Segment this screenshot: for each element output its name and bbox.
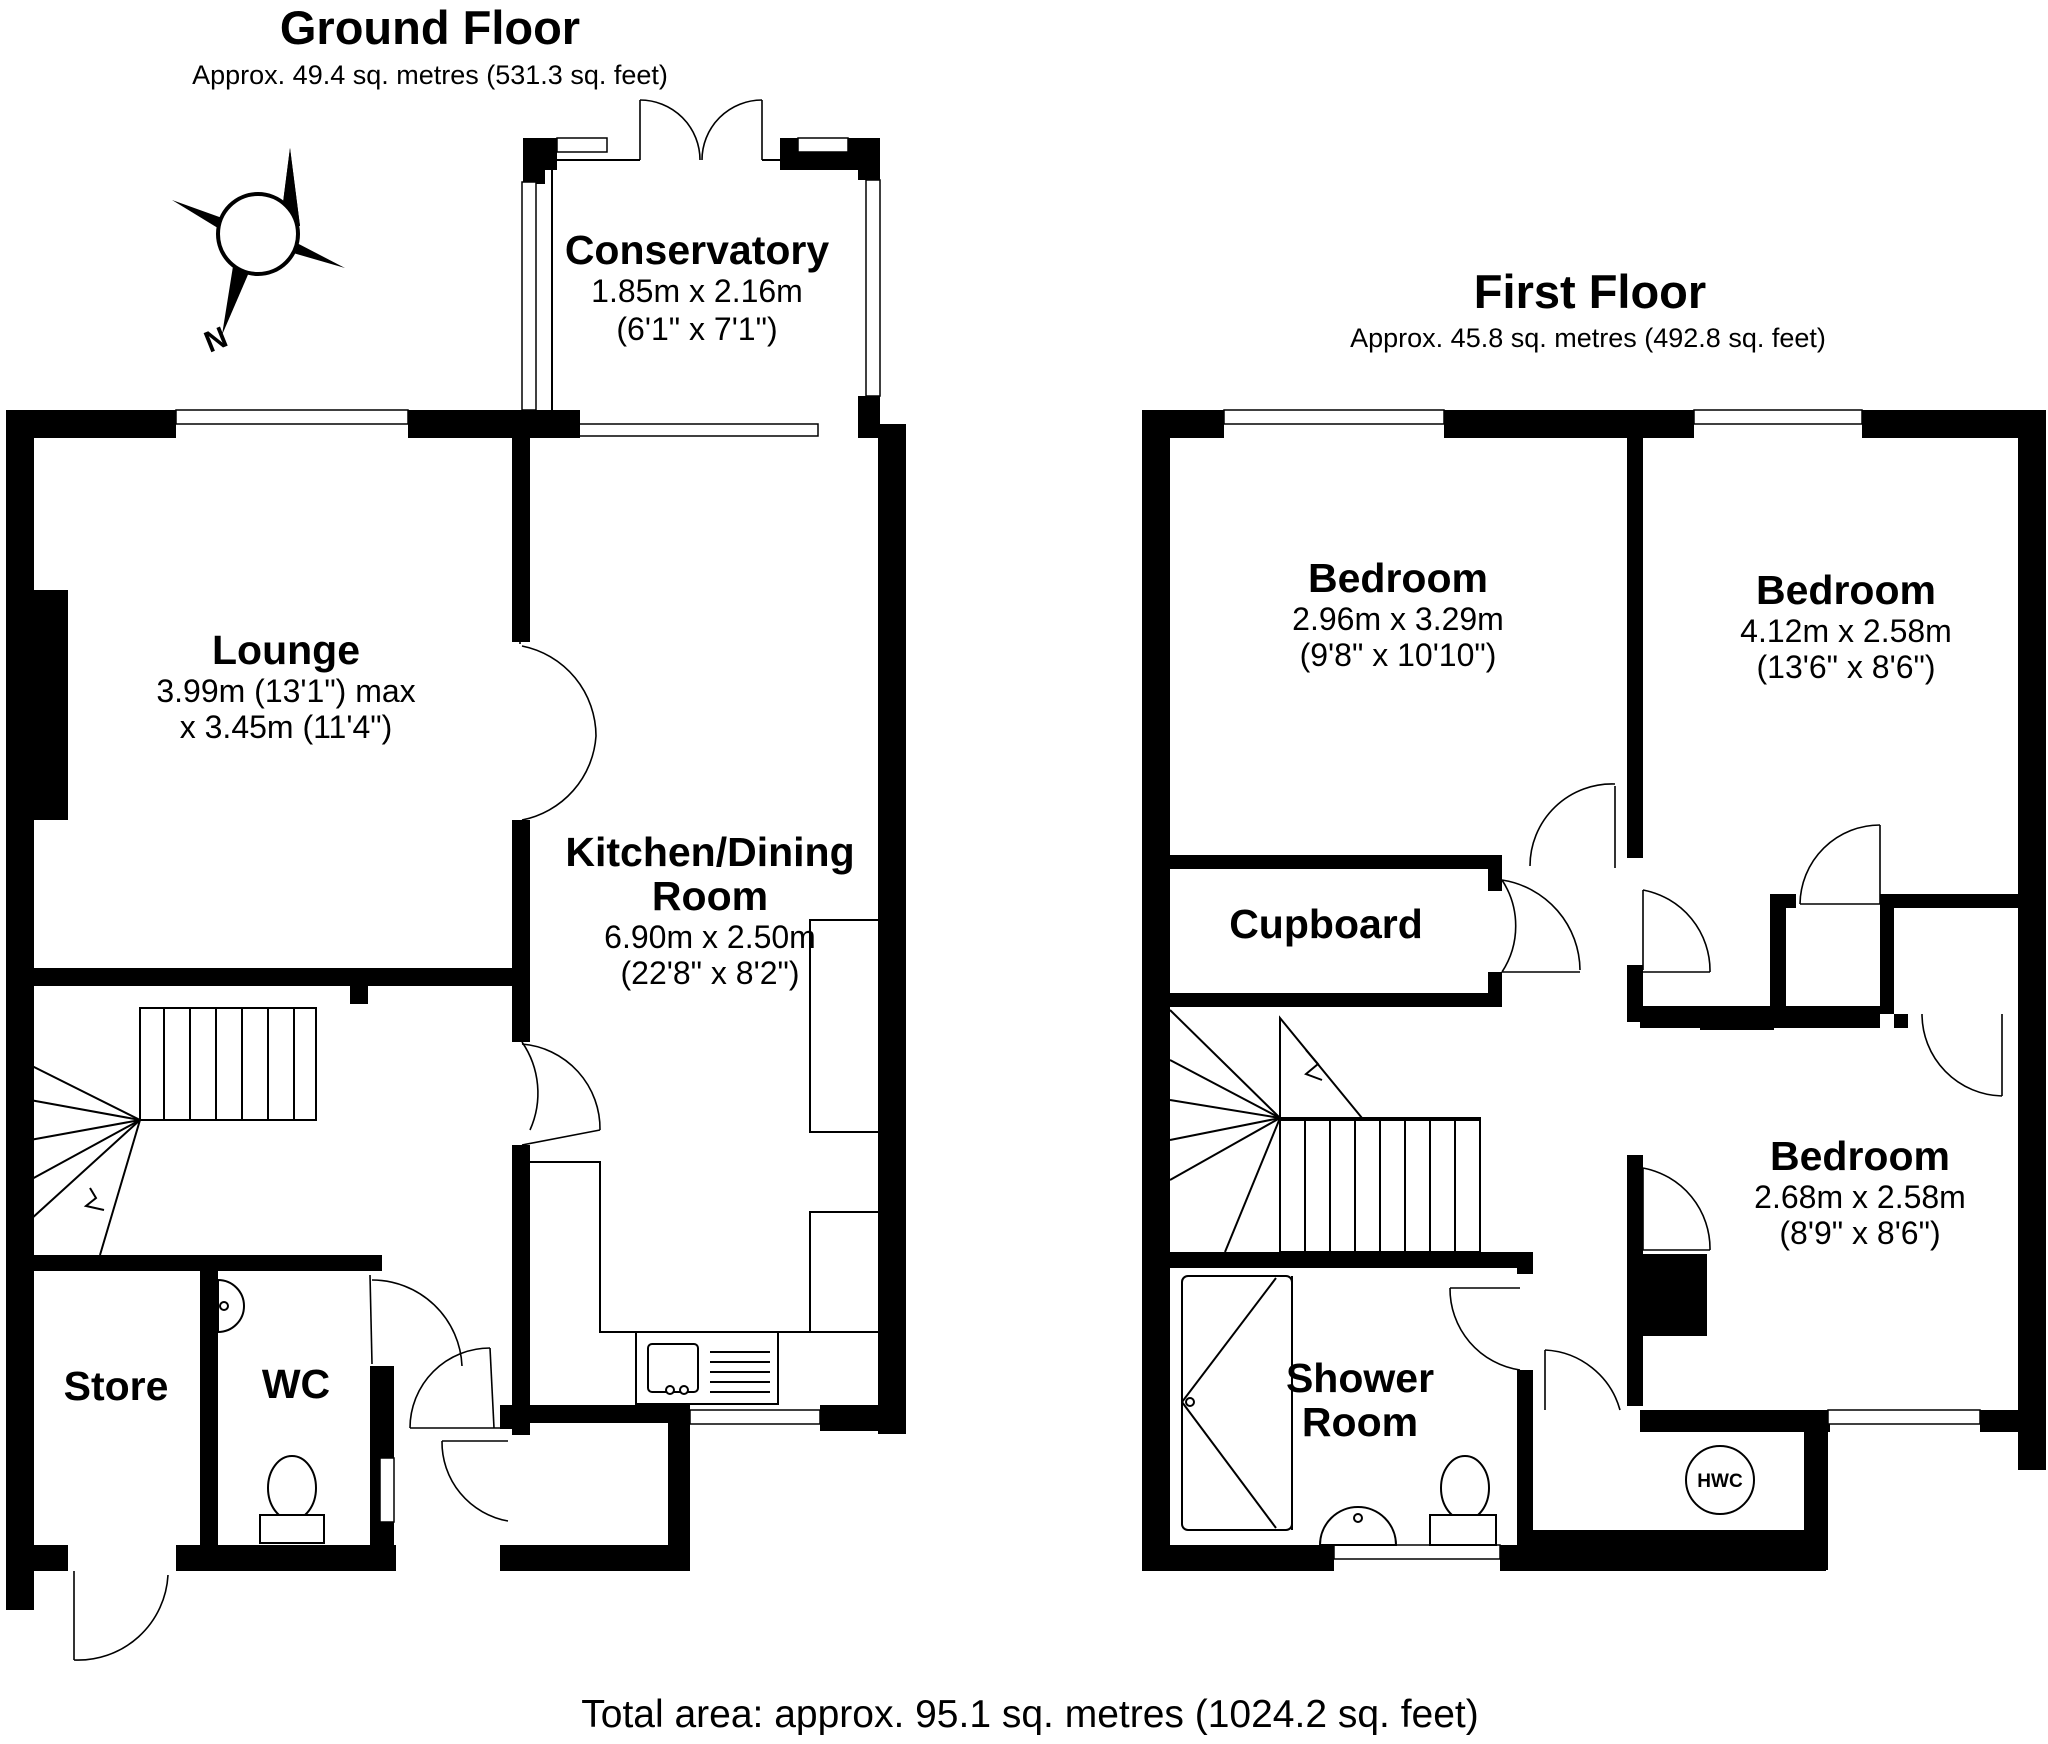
lounge-window xyxy=(175,409,409,425)
shower-room-door[interactable] xyxy=(1449,1287,1521,1371)
bedroom2-cupboard-door[interactable] xyxy=(1799,824,1881,905)
toilet-icon xyxy=(259,1455,325,1544)
bedroom3-cupboard-door[interactable] xyxy=(1921,1013,2003,1097)
lounge-name: Lounge xyxy=(212,627,360,673)
bedroom1-door[interactable] xyxy=(1529,783,1616,868)
bedroom3-dim-imperial: (8'9" x 8'6") xyxy=(1779,1215,1940,1251)
compass-icon: N xyxy=(172,148,345,360)
shower-room-window xyxy=(1333,1544,1501,1560)
first-floor-walls xyxy=(1142,410,2046,1571)
lounge-dim-1: 3.99m (13'1") max xyxy=(156,673,415,709)
conservatory: Conservatory 1.85m x 2.16m (6'1" x 7'1") xyxy=(521,99,881,437)
bedroom2-door[interactable] xyxy=(1642,889,1711,973)
lounge-dim-2: x 3.45m (11'4") xyxy=(180,709,393,745)
hwc-label: HWC xyxy=(1697,1471,1743,1492)
bedroom1-dim-imperial: (9'8" x 10'10") xyxy=(1300,637,1497,673)
first-floor-staircase xyxy=(1169,1009,1481,1253)
ground-floor-area: Approx. 49.4 sq. metres (531.3 sq. feet) xyxy=(192,60,668,90)
wc-name: WC xyxy=(262,1361,330,1407)
bedroom2-dim-imperial: (13'6" x 8'6") xyxy=(1756,649,1935,685)
bedroom2-name: Bedroom xyxy=(1756,567,1936,613)
total-area: Total area: approx. 95.1 sq. metres (102… xyxy=(581,1693,1479,1736)
conservatory-window-right xyxy=(865,179,881,397)
kitchen-sink-icon xyxy=(635,1331,779,1405)
bedroom1-window xyxy=(1223,409,1445,425)
bedroom3-name: Bedroom xyxy=(1770,1133,1950,1179)
first-floor-title: First Floor xyxy=(1474,265,1706,318)
store-door[interactable] xyxy=(73,1571,169,1661)
conservatory-sliding-door xyxy=(577,423,819,437)
conservatory-name: Conservatory xyxy=(565,227,830,273)
first-floor-area: Approx. 45.8 sq. metres (492.8 sq. feet) xyxy=(1350,323,1826,353)
conservatory-dim-imperial: (6'1" x 7'1") xyxy=(616,311,777,347)
conservatory-vent-right xyxy=(797,137,849,153)
conservatory-door[interactable] xyxy=(639,99,763,161)
north-label: N xyxy=(200,321,232,360)
hot-water-cylinder-icon: HWC xyxy=(1685,1445,1755,1515)
cupboard-name: Cupboard xyxy=(1229,901,1423,947)
ground-floor-staircase xyxy=(29,1007,317,1256)
conservatory-dim-metric: 1.85m x 2.16m xyxy=(591,273,803,309)
kitchen-name-2: Room xyxy=(652,873,768,919)
front-door[interactable] xyxy=(409,1347,510,1522)
bedroom1-dim-metric: 2.96m x 3.29m xyxy=(1292,601,1504,637)
cupboard-door[interactable] xyxy=(1501,879,1581,973)
ground-floor-walls xyxy=(6,410,906,1610)
shower-room-name-1: Shower xyxy=(1286,1355,1434,1401)
lounge-kitchen-door[interactable] xyxy=(519,642,597,821)
bedroom3-dim-metric: 2.68m x 2.58m xyxy=(1754,1179,1966,1215)
kitchen-dim-metric: 6.90m x 2.50m xyxy=(604,919,816,955)
shower-toilet-icon xyxy=(1429,1455,1497,1546)
wc-window xyxy=(379,1457,395,1523)
shower-tray-icon xyxy=(1181,1275,1293,1531)
kitchen-window xyxy=(689,1409,821,1425)
wc-door[interactable] xyxy=(369,1274,463,1367)
ground-floor-title: Ground Floor xyxy=(280,1,580,54)
bedroom2-window xyxy=(1693,409,1863,425)
bedroom2-dim-metric: 4.12m x 2.58m xyxy=(1740,613,1952,649)
bedroom3-door[interactable] xyxy=(1642,1167,1711,1251)
conservatory-vent-left xyxy=(556,137,608,153)
wc-basin-icon xyxy=(217,1278,245,1334)
shower-basin-icon xyxy=(1318,1506,1398,1546)
shower-room-name-2: Room xyxy=(1302,1399,1418,1445)
conservatory-window-left xyxy=(521,181,537,411)
store-name: Store xyxy=(64,1363,169,1409)
bedroom1-name: Bedroom xyxy=(1308,555,1488,601)
kitchen-dim-imperial: (22'8" x 8'2") xyxy=(620,955,799,991)
bedroom3-window xyxy=(1827,1409,1981,1425)
kitchen-name-1: Kitchen/Dining xyxy=(565,829,854,875)
airing-cupboard-door[interactable] xyxy=(1544,1349,1621,1411)
hall-kitchen-door[interactable] xyxy=(521,1041,601,1146)
